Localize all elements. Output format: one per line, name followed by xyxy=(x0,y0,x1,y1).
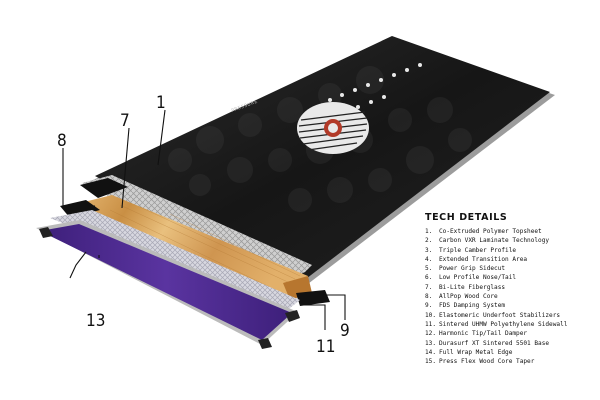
tech-detail-label: Triple Camber Profile xyxy=(439,246,517,254)
callout-13: 13 xyxy=(86,311,105,331)
tech-detail-item: 1. Co-Extruded Polymer Topsheet xyxy=(425,227,597,236)
tech-detail-item: 9. FDS Damping System xyxy=(425,301,597,310)
sidewall-block xyxy=(80,178,128,198)
tech-detail-item: 6. Low Profile Nose/Tail xyxy=(425,273,597,282)
tech-detail-number: 13. xyxy=(425,339,437,347)
tech-detail-number: 2. xyxy=(425,237,433,245)
tech-detail-number: 8. xyxy=(425,293,433,301)
core-edge-block xyxy=(296,290,330,306)
tech-details-list: 1. Co-Extruded Polymer Topsheet 2. Carbon V… xyxy=(425,227,597,366)
callout-8: 8 xyxy=(57,131,67,151)
tech-detail-item: 14.Full Wrap Metal Edge xyxy=(425,348,597,357)
tech-detail-label: Harmonic Tip/Tail Damper xyxy=(439,330,528,338)
wood-core-layer xyxy=(72,195,312,300)
tech-detail-item: 10.Elastomeric Underfoot Stabilizers xyxy=(425,311,597,320)
tech-detail-number: 12. xyxy=(425,330,437,338)
tech-detail-item: 5. Power Grip Sidecut xyxy=(425,264,597,273)
tech-detail-number: 10. xyxy=(425,311,437,319)
tech-detail-label: Low Profile Nose/Tail xyxy=(439,274,517,282)
tech-detail-number: 5. xyxy=(425,265,433,273)
tech-detail-item: 11.Sintered UHMW Polyethylene Sidewall xyxy=(425,320,597,329)
tech-detail-number: 15. xyxy=(425,358,437,366)
callout-11: 11 xyxy=(316,337,335,357)
base-layer xyxy=(36,220,300,349)
tech-detail-item: 3. Triple Camber Profile xyxy=(425,246,597,255)
tech-detail-item: 8. AllPop Wood Core xyxy=(425,292,597,301)
tech-detail-label: Extended Transition Area xyxy=(439,255,528,263)
leader-lines xyxy=(62,109,346,330)
callout-9: 9 xyxy=(340,321,350,341)
tech-detail-number: 9. xyxy=(425,302,433,310)
tech-detail-item: 12.Harmonic Tip/Tail Damper xyxy=(425,329,597,338)
tech-detail-number: 3. xyxy=(425,246,433,254)
tech-detail-label: Power Grip Sidecut xyxy=(439,265,506,273)
tech-detail-label: Carbon VXR Laminate Technology xyxy=(439,237,550,245)
tech-detail-item: 13.Durasurf XT Sintered 5501 Base xyxy=(425,339,597,348)
tech-detail-label: Co-Extruded Polymer Topsheet xyxy=(439,228,542,235)
tech-details-panel: TECH DETAILS 1. Co-Extruded Polymer Topsh… xyxy=(425,212,597,366)
tech-detail-item: 7. Bi-Lite Fiberglass xyxy=(425,283,597,292)
tech-detail-number: 1. xyxy=(425,228,433,235)
tech-detail-item: 15.Press Flex Wood Core Taper xyxy=(425,357,597,366)
tech-detail-item: 2. Carbon VXR Laminate Technology xyxy=(425,236,597,245)
tech-detail-number: 6. xyxy=(425,274,433,282)
brand-logo xyxy=(297,102,369,154)
tech-detail-label: Durasurf XT Sintered 5501 Base xyxy=(439,339,550,347)
callout-7: 7 xyxy=(120,111,130,131)
tech-detail-number: 4. xyxy=(425,255,433,263)
tech-detail-number: 14. xyxy=(425,348,437,356)
tech-detail-label: AllPop Wood Core xyxy=(439,293,498,301)
damper-block xyxy=(60,200,100,218)
tech-detail-label: Bi-Lite Fiberglass xyxy=(439,283,506,291)
tech-detail-label: Press Flex Wood Core Taper xyxy=(439,358,535,366)
tech-detail-label: Sintered UHMW Polyethylene Sidewall xyxy=(439,320,568,328)
tech-detail-number: 7. xyxy=(425,283,433,291)
tech-detail-number: 11. xyxy=(425,320,437,328)
callout-1: 1 xyxy=(156,93,166,113)
tech-detail-item: 4. Extended Transition Area xyxy=(425,255,597,264)
tech-detail-label: Full Wrap Metal Edge xyxy=(439,348,513,356)
tech-detail-label: FDS Damping System xyxy=(439,302,506,310)
tech-detail-label: Elastomeric Underfoot Stabilizers xyxy=(439,311,561,319)
tech-details-heading: TECH DETAILS xyxy=(425,212,508,223)
